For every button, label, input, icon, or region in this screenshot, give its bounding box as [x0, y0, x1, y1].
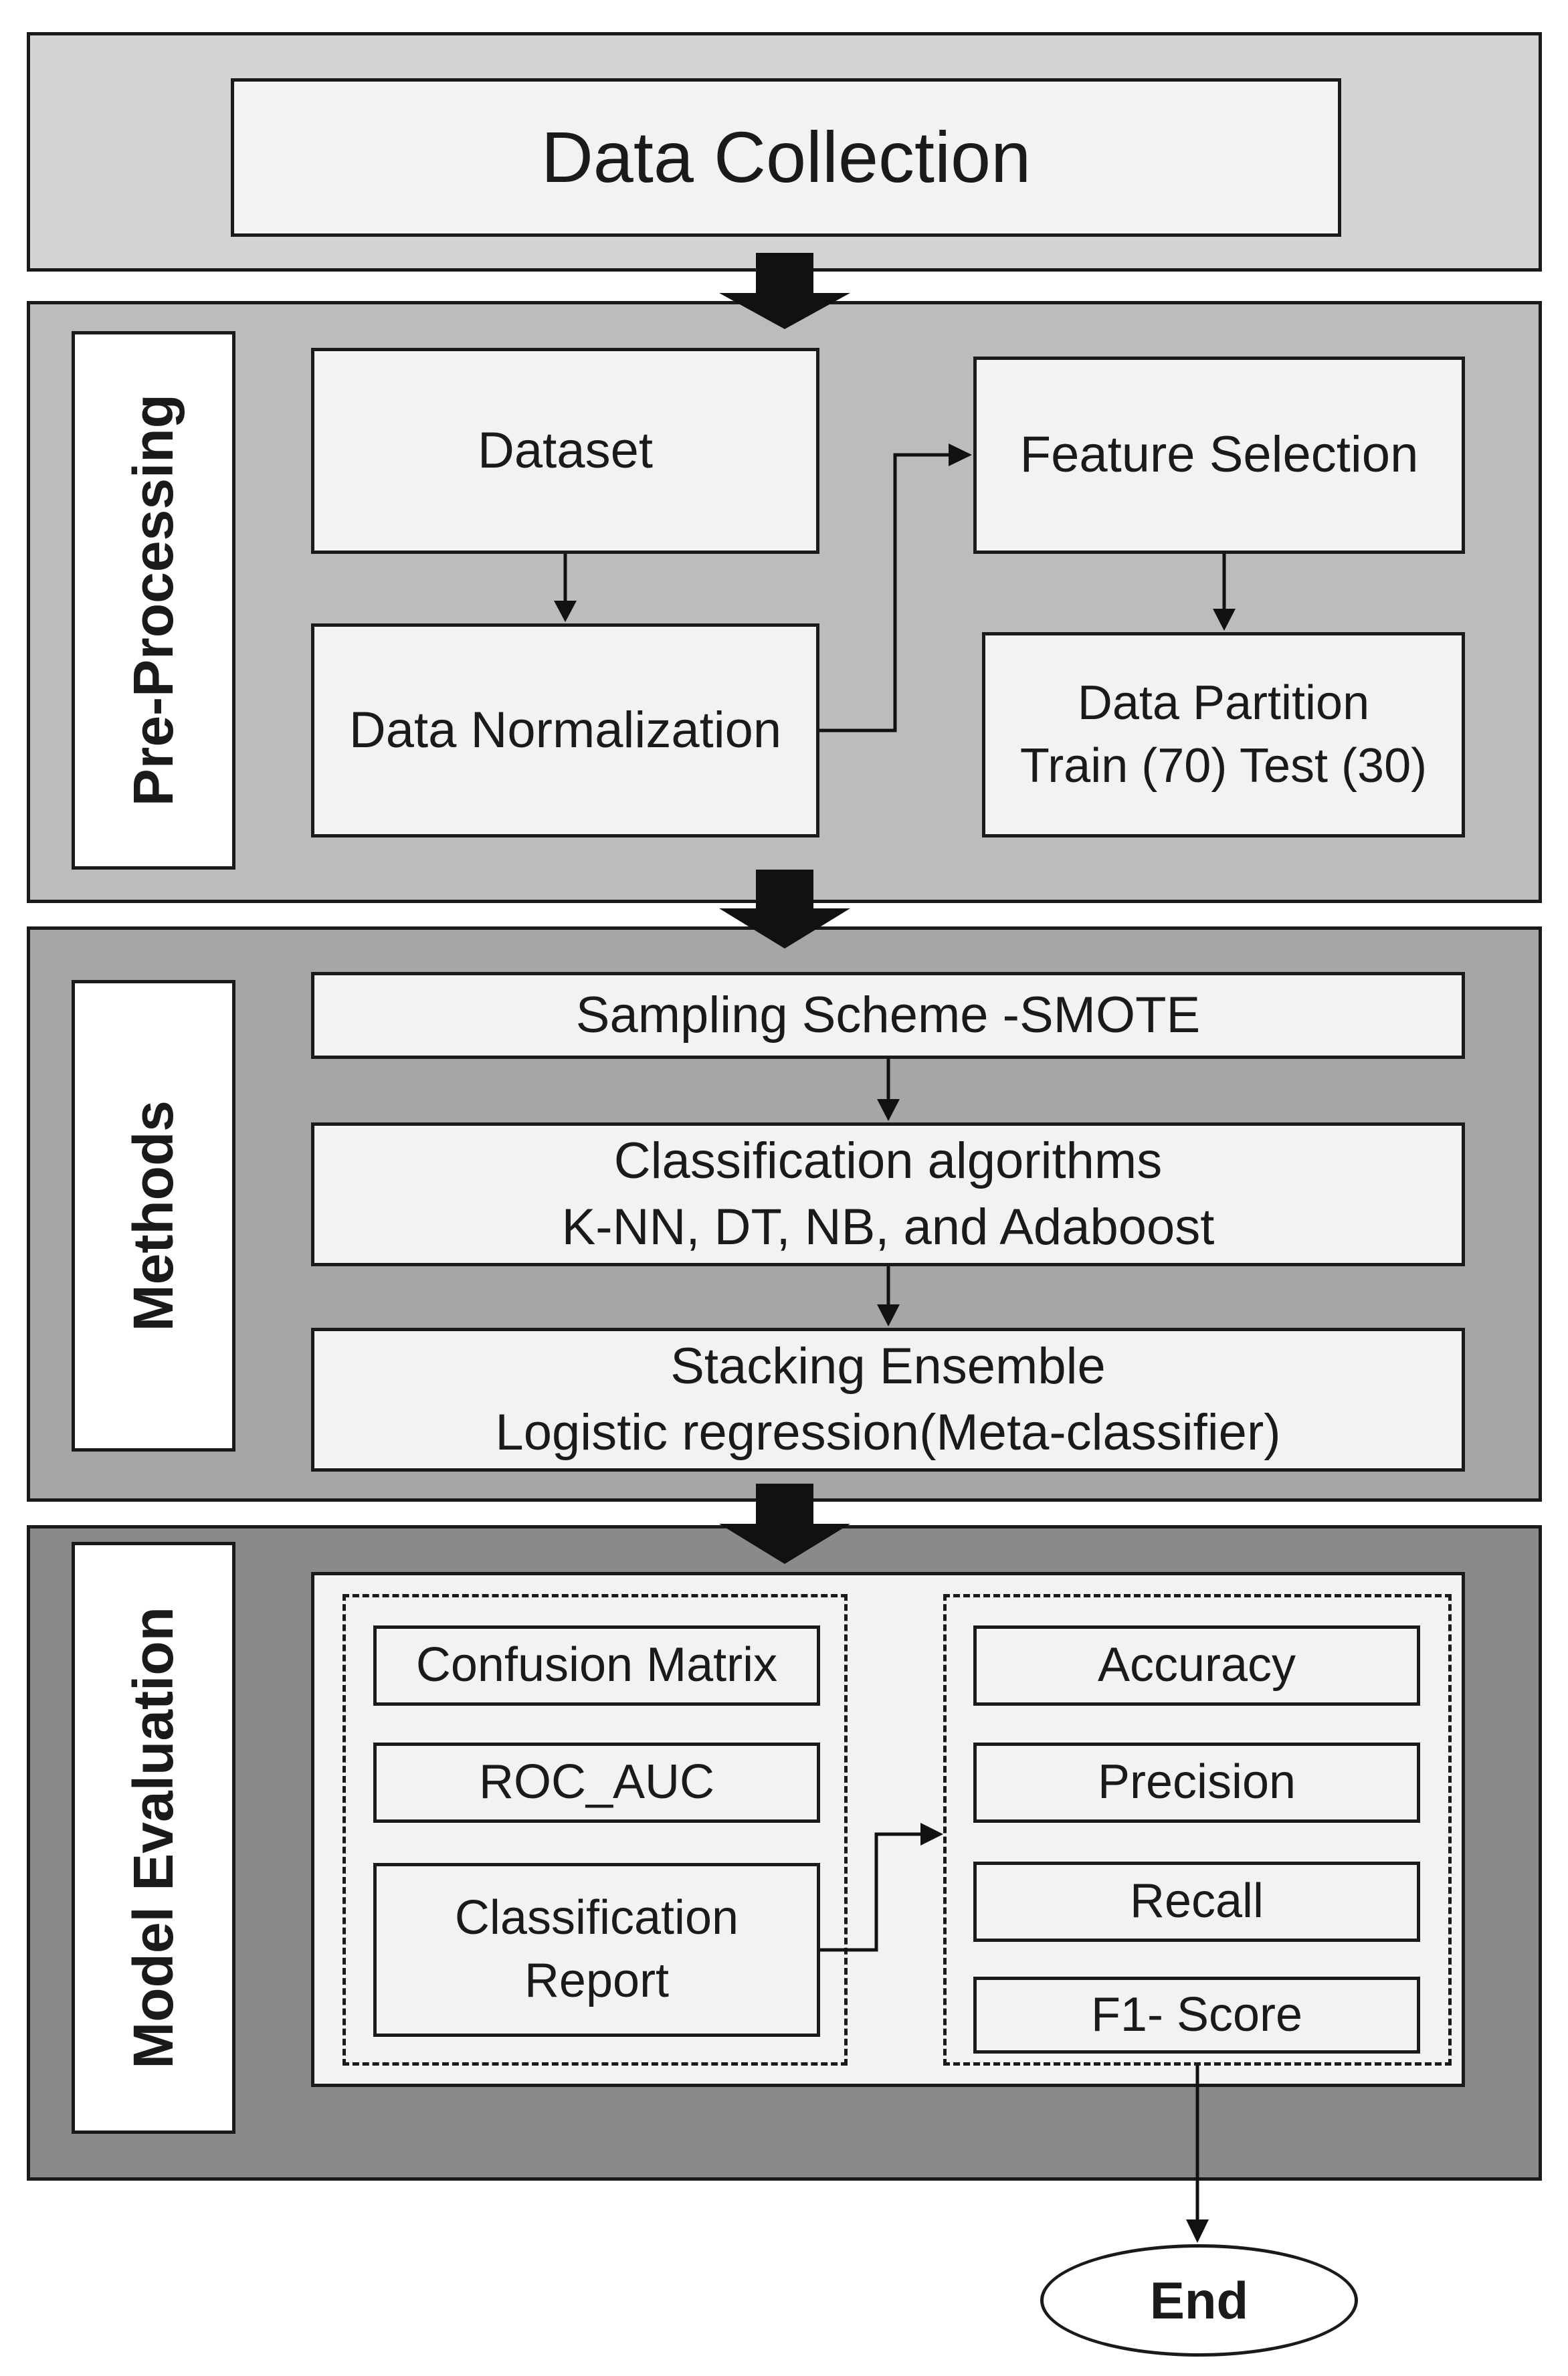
- dataset-box: Dataset: [311, 348, 819, 554]
- methods-label-box: Methods: [72, 980, 235, 1452]
- classification-report-line1: Classification: [454, 1891, 739, 1945]
- sampling-scheme-box: Sampling Scheme -SMOTE: [311, 972, 1465, 1059]
- accuracy-box: Accuracy: [973, 1625, 1420, 1706]
- classification-algorithms-title: Classification algorithms: [613, 1132, 1163, 1189]
- methods-title: Methods: [122, 1100, 185, 1332]
- evaluation-right-group: [943, 1594, 1452, 2066]
- f1-score-label: F1- Score: [1090, 1987, 1303, 2042]
- accuracy-label: Accuracy: [1097, 1638, 1296, 1692]
- classification-algorithms-list: K-NN, DT, NB, and Adaboost: [561, 1198, 1215, 1256]
- confusion-matrix-label: Confusion Matrix: [415, 1638, 778, 1692]
- preprocessing-label-box: Pre-Processing: [72, 331, 235, 870]
- end-terminal: End: [1040, 2244, 1358, 2357]
- classification-algorithms-box: Classification algorithms K-NN, DT, NB, …: [311, 1122, 1465, 1266]
- roc-auc-box: ROC_AUC: [373, 1743, 820, 1823]
- classification-report-line2: Report: [524, 1954, 670, 2007]
- end-label: End: [1149, 2270, 1249, 2330]
- f1-score-box: F1- Score: [973, 1977, 1420, 2054]
- dataset-label: Dataset: [478, 421, 653, 479]
- data-normalization-box: Data Normalization: [311, 623, 819, 837]
- classification-report-box: Classification Report: [373, 1863, 820, 2037]
- confusion-matrix-box: Confusion Matrix: [373, 1625, 820, 1706]
- stacking-ensemble-title: Stacking Ensemble: [670, 1337, 1106, 1395]
- stacking-ensemble-meta: Logistic regression(Meta-classifier): [495, 1403, 1281, 1461]
- feature-selection-label: Feature Selection: [1019, 426, 1419, 484]
- model-evaluation-title: Model Evaluation: [122, 1607, 185, 2069]
- recall-label: Recall: [1129, 1874, 1264, 1928]
- data-partition-box: Data Partition Train (70) Test (30): [982, 632, 1465, 837]
- data-partition-split: Train (70) Test (30): [1019, 738, 1428, 793]
- data-normalization-label: Data Normalization: [349, 701, 782, 759]
- precision-box: Precision: [973, 1743, 1420, 1823]
- model-evaluation-label-box: Model Evaluation: [72, 1542, 235, 2134]
- data-collection-label: Data Collection: [541, 116, 1032, 198]
- stacking-ensemble-box: Stacking Ensemble Logistic regression(Me…: [311, 1328, 1465, 1472]
- preprocessing-title: Pre-Processing: [122, 394, 185, 807]
- precision-label: Precision: [1097, 1755, 1296, 1809]
- roc-auc-label: ROC_AUC: [478, 1755, 715, 1809]
- data-partition-title: Data Partition: [1077, 676, 1370, 730]
- evaluation-left-group: [342, 1594, 848, 2066]
- data-collection-box: Data Collection: [231, 78, 1341, 237]
- feature-selection-box: Feature Selection: [973, 357, 1465, 554]
- recall-box: Recall: [973, 1862, 1420, 1942]
- sampling-scheme-label: Sampling Scheme -SMOTE: [575, 986, 1201, 1044]
